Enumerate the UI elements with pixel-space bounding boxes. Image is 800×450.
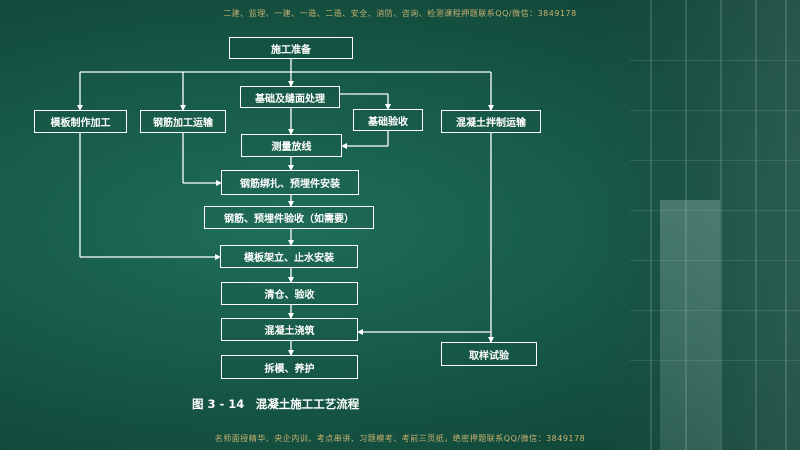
watermark-top: 二建、监理、一建、一造、二造、安全、消防、咨询、检测课程押题联系QQ/微信：38… <box>223 9 577 18</box>
step-base-check: 基础验收 <box>353 109 423 131</box>
step-rebar-process: 钢筋加工运输 <box>140 110 226 133</box>
step-survey: 测量放线 <box>241 134 342 157</box>
step-concrete-mix: 混凝土拌制运输 <box>441 110 541 133</box>
step-clean-check: 清仓、验收 <box>221 282 358 305</box>
figure-caption: 图 3 - 14 混凝土施工工艺流程 <box>192 397 360 411</box>
step-remove-cure: 拆模、养护 <box>221 355 358 379</box>
watermark-bottom: 名师面授精华、央企内训、考点串讲、习题模考、考前三页纸，绝密押题联系QQ/微信：… <box>214 434 586 443</box>
step-start: 施工准备 <box>229 37 353 59</box>
step-rebar-check: 钢筋、预埋件验收（如需要） <box>204 206 374 229</box>
step-pour: 混凝土浇筑 <box>221 318 358 341</box>
background-building-photo <box>590 0 800 450</box>
step-sampling: 取样试验 <box>441 342 537 366</box>
step-formwork-make: 模板制作加工 <box>34 110 127 133</box>
step-base-treatment: 基础及缝面处理 <box>240 86 340 108</box>
step-rebar-install: 钢筋绑扎、预埋件安装 <box>221 170 359 195</box>
step-formwork-install: 模板架立、止水安装 <box>220 245 358 268</box>
